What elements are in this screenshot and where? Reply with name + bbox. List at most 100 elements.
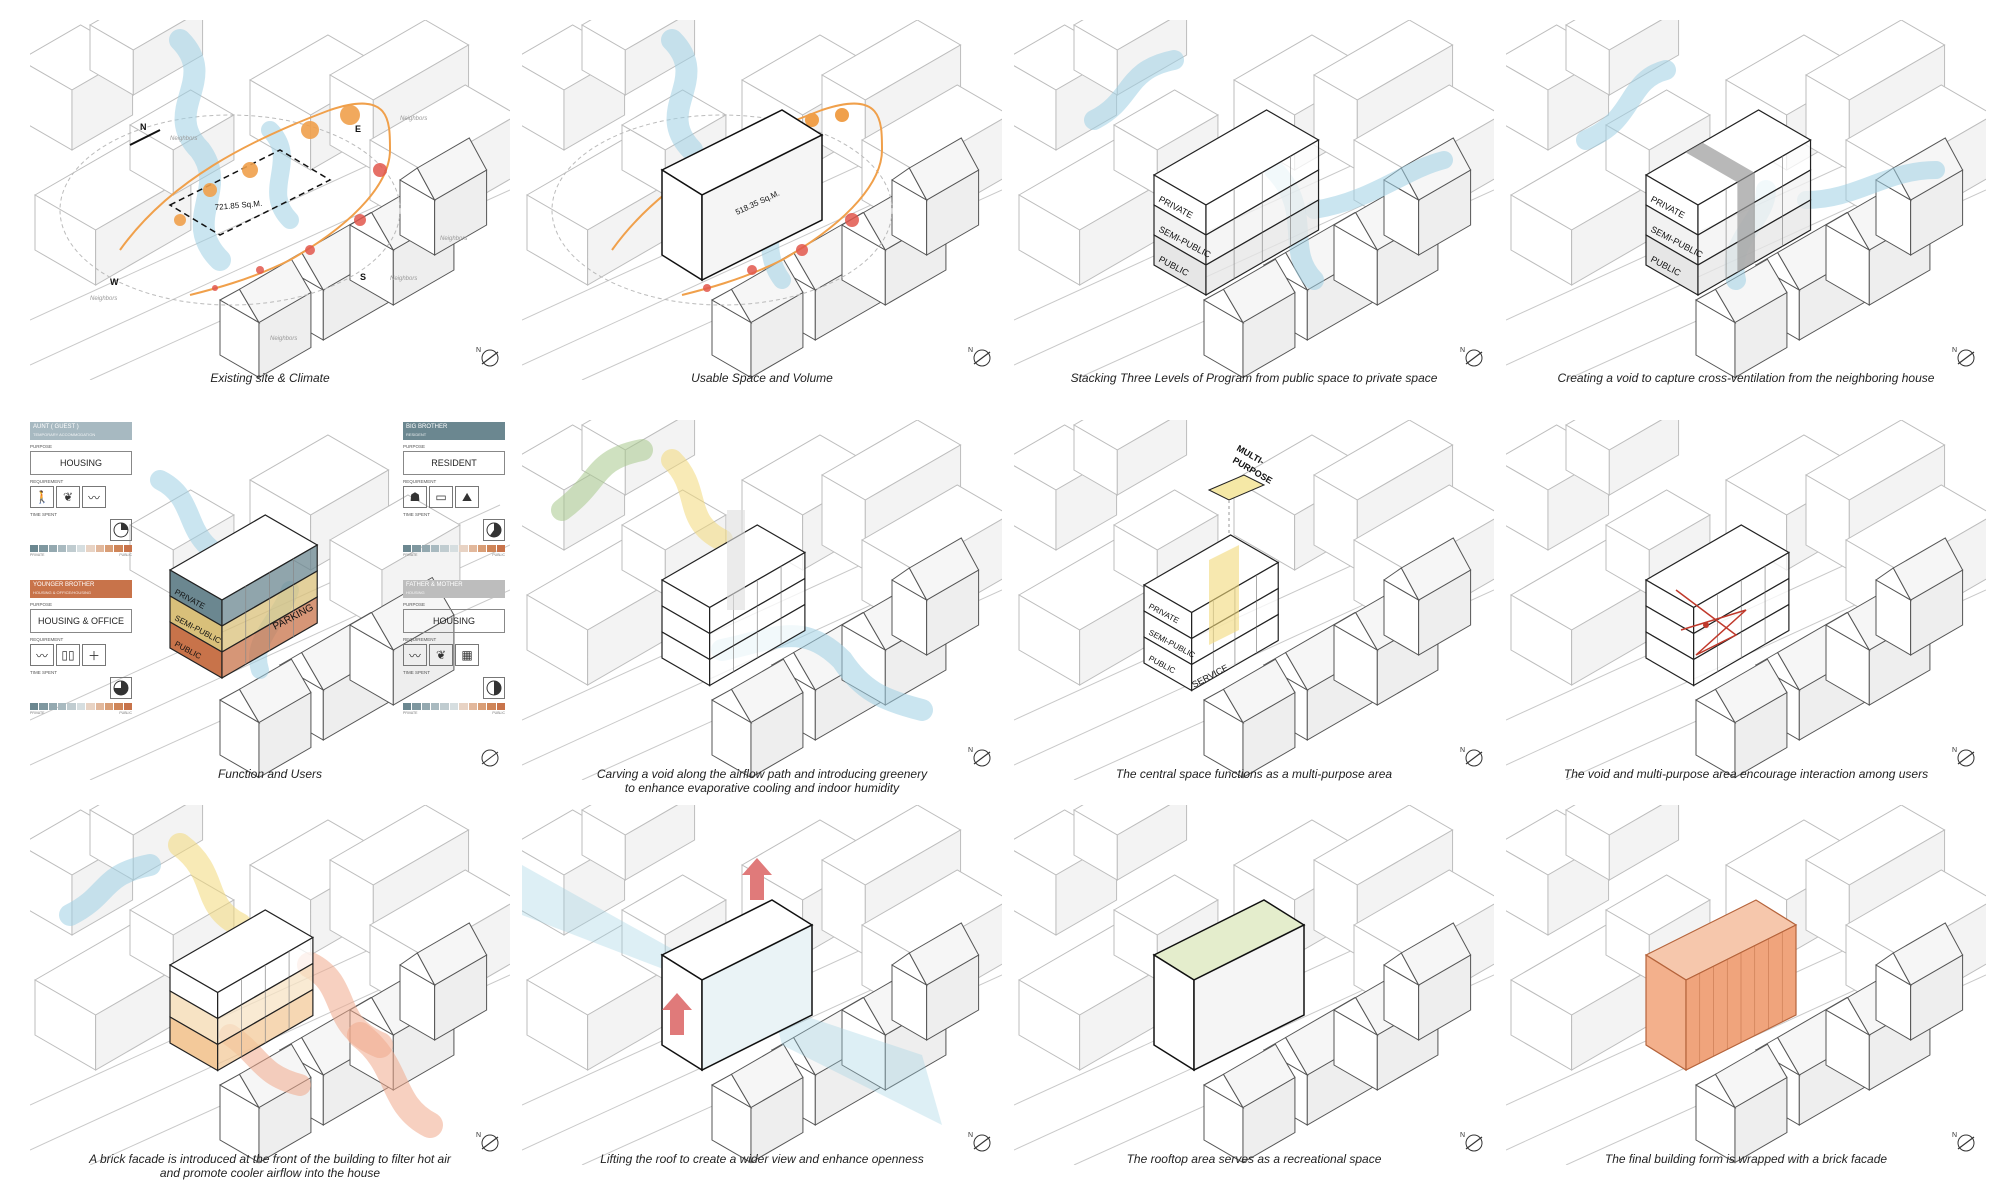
wind-flow: [59, 854, 161, 926]
neighbor-house: [891, 537, 980, 656]
ventilation-void: [1737, 172, 1755, 273]
north-arrow-icon: N: [1460, 747, 1483, 767]
panel-caption: The rooftop area serves as a recreationa…: [1126, 1152, 1382, 1166]
plus-icon: ＋: [82, 644, 106, 666]
requirement-label: REQUIREMENT: [30, 479, 64, 484]
panel-caption: The central space functions as a multi-p…: [1115, 767, 1393, 781]
user-card: BIG BROTHER RESIDENT PURPOSE RESIDENT RE…: [403, 422, 505, 557]
sun-position: [242, 162, 258, 178]
warm-air-flow: [168, 833, 252, 937]
north-arrow-icon: N: [1952, 347, 1975, 367]
user-card-subtitle: HOUSING: [406, 590, 425, 595]
interaction-lines: [1675, 589, 1747, 656]
neighbor-building: [1073, 805, 1188, 881]
purpose-value: HOUSING: [403, 609, 505, 633]
caption-line: Carving a void along the airflow path an…: [596, 767, 928, 781]
sun-position: [340, 105, 360, 125]
svg-text:N: N: [1952, 1132, 1957, 1139]
wind-flow: [1084, 50, 1184, 130]
brick-icon: ▦: [455, 644, 479, 666]
diagram-panel-12: N: [1506, 805, 1986, 1165]
central-space: [1209, 545, 1239, 645]
wind-icon: 〰: [30, 644, 54, 666]
neighbor-building: [1565, 805, 1680, 881]
compass-letter: W: [110, 277, 119, 287]
up-arrow-icon: [662, 993, 692, 1035]
svg-text:N: N: [1952, 747, 1957, 754]
north-arrow-icon: N: [476, 1132, 499, 1152]
time-spent-label: TIME SPENT: [30, 670, 58, 675]
panel-caption: Existing site & Climate: [210, 371, 330, 385]
purpose-value: HOUSING & OFFICE: [30, 609, 132, 633]
panel-caption: The void and multi-purpose area encourag…: [1563, 767, 1929, 781]
laptop-icon: ▭: [429, 486, 453, 508]
sun-position: [845, 213, 859, 227]
purpose-value: RESIDENT: [403, 451, 505, 475]
multi-purpose-platform: [1207, 474, 1266, 501]
requirement-label: REQUIREMENT: [403, 637, 437, 642]
requirement-label: REQUIREMENT: [30, 637, 64, 642]
leaf-icon: ❦: [56, 486, 80, 508]
svg-text:N: N: [1460, 347, 1465, 354]
sun-position: [747, 265, 757, 275]
requirement-icons: 🚶❦〰: [30, 486, 132, 508]
neighbor-house: [1383, 537, 1472, 656]
requirement-icons: 〰▯▯＋: [30, 644, 132, 666]
neighbors-label: Neighbors: [170, 136, 197, 142]
neighbor-building: [1565, 20, 1680, 96]
diagram-panel-9: N: [30, 805, 510, 1165]
up-arrow-icon: [742, 858, 772, 900]
diagram-panel-8: N: [1506, 420, 1986, 780]
panel-caption: Lifting the roof to create a wider view …: [600, 1152, 924, 1166]
purpose-value: HOUSING: [30, 451, 132, 475]
north-arrow-icon: N: [1952, 747, 1975, 767]
svg-text:N: N: [968, 347, 973, 354]
panel-caption: Function and Users: [217, 767, 323, 781]
usable-volume: [660, 109, 824, 282]
user-card: AUNT ( GUEST ) TEMPORARY ACCOMMODATION P…: [30, 422, 132, 557]
neighbor-house: [1694, 658, 1788, 779]
privacy-scale: [403, 545, 505, 552]
panel-caption: The final building form is wrapped with …: [1604, 1152, 1888, 1166]
greenery-void: [727, 510, 745, 610]
diagram-panel-11: N: [1014, 805, 1494, 1165]
sun-position: [305, 245, 315, 255]
user-card-header: BIG BROTHER RESIDENT: [403, 422, 505, 440]
sun-position: [301, 121, 319, 139]
neighbor-house: [1694, 1043, 1788, 1164]
neighbor-house: [710, 1043, 804, 1164]
neighbor-house: [1202, 1043, 1296, 1164]
time-spent-clock-icon: [483, 519, 505, 541]
view-cone: [772, 1005, 942, 1125]
neighbor-house: [1875, 537, 1964, 656]
panel-caption: A brick facade is introduced at the fron…: [30, 1152, 510, 1180]
panel-caption: Creating a void to capture cross-ventila…: [1557, 371, 1935, 385]
purpose-label: PURPOSE: [30, 444, 53, 449]
sun-position: [805, 113, 819, 127]
time-spent-clock-icon: [483, 677, 505, 699]
north-arrow-icon: [481, 749, 499, 767]
north-arrow-icon: N: [1460, 1132, 1483, 1152]
rooftop-terrace-volume: [1152, 899, 1306, 1072]
time-spent-label: TIME SPENT: [30, 512, 58, 517]
wind-flow: [661, 29, 703, 161]
neighbors-label: Neighbors: [440, 236, 467, 242]
diagram-panel-6: N: [522, 420, 1002, 780]
neighbor-house: [710, 658, 804, 779]
user-card-header: YOUNGER BROTHER HOUSING & OFFICE/HOUSING: [30, 580, 132, 598]
time-spent-label: TIME SPENT: [403, 670, 431, 675]
neighbor-house: [1202, 658, 1296, 779]
wind-flow: [1305, 151, 1453, 219]
svg-text:N: N: [476, 1132, 481, 1139]
site-area-label: 721.85 Sq.M.: [214, 199, 262, 212]
panel-caption: Stacking Three Levels of Program from pu…: [1070, 371, 1438, 385]
panel-caption: Carving a void along the airflow path an…: [522, 767, 1002, 795]
sun-position: [373, 163, 387, 177]
sun-position: [256, 266, 264, 274]
